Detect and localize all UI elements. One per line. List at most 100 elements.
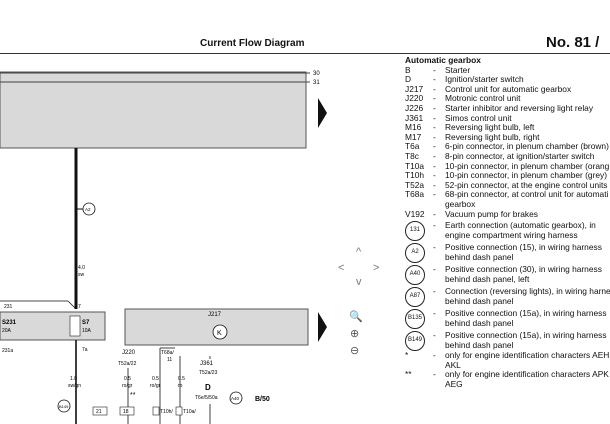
svg-text:S7: S7: [82, 320, 90, 326]
legend-circle-code: B135: [405, 309, 425, 330]
svg-text:231: 231: [4, 304, 13, 310]
svg-text:sw: sw: [78, 272, 85, 278]
legend-item: A2-Positive connection (15), in wiring h…: [405, 242, 610, 264]
legend-item: J220-Motronic control unit: [405, 94, 610, 104]
wiring-diagram: 30 31 A2 4.0 sw 231 7 S231 20A S7 10A 23…: [0, 71, 327, 424]
page-number: No. 81 /: [546, 34, 600, 51]
zoom-out-icon[interactable]: ⊖: [350, 345, 360, 357]
legend-item: T8c-8-pin connector, at ignition/starter…: [405, 150, 610, 162]
legend-item: T68a-68-pin connector, at control unit f…: [405, 189, 609, 209]
svg-text:T6e/5/50a: T6e/5/50a: [195, 395, 218, 401]
legend-item: T52a-52-pin connector, at the engine con…: [405, 179, 610, 191]
legend-circle-code: 131: [405, 221, 425, 242]
legend-text: 10-pin connector, in plenum chamber (ora…: [445, 160, 610, 171]
nav-right-button[interactable]: >: [373, 262, 380, 274]
connection-a40: [229, 391, 243, 405]
legend-text-cont: AKL: [445, 359, 461, 370]
legend-section-title: Automatic gearbox: [405, 55, 481, 65]
svg-text:T52a/23: T52a/23: [199, 370, 218, 376]
legend-code: J217: [405, 83, 424, 94]
legend-text: 68-pin connector, at control unit for au…: [445, 189, 609, 200]
legend-item: A40-Positive connection (30), in wiring …: [405, 264, 610, 286]
legend-item: B135-Positive connection (15a), in wirin…: [405, 308, 610, 330]
nav-up-button[interactable]: ^: [356, 246, 362, 258]
line-30-label: 30: [313, 71, 320, 77]
nav-down-button[interactable]: v: [356, 276, 362, 288]
legend-circle-code: A2: [405, 243, 425, 264]
svg-text:1.0: 1.0: [70, 376, 77, 382]
legend-item: J226-Starter inhibitor and reversing lig…: [405, 102, 610, 114]
svg-text:ro: ro: [178, 383, 183, 389]
svg-text:11: 11: [167, 357, 172, 363]
zoom-fit-icon[interactable]: 🔍: [349, 311, 363, 323]
legend-item: M17-Reversing light bulb, right: [405, 132, 610, 143]
zoom-in-icon[interactable]: ⊕: [350, 328, 360, 340]
legend-item: A87-Connection (reversing lights), in wi…: [405, 286, 610, 308]
legend-text-cont: behind dash panel: [445, 339, 514, 350]
legend-item: B149-Positive connection (15a), in wirin…: [405, 330, 610, 352]
svg-text:sw/gn: sw/gn: [68, 383, 81, 389]
legend-text: only for engine identification character…: [445, 369, 609, 380]
continue-arrow-bottom[interactable]: [318, 312, 327, 342]
legend-item: J361-Simos control unit: [405, 112, 610, 124]
svg-text:21: 21: [96, 409, 102, 415]
svg-text:J361: J361: [200, 361, 214, 367]
legend-item: 131-Earth connection (automatic gearbox)…: [405, 220, 610, 242]
legend-code: T52a: [405, 179, 425, 190]
svg-text:0.5: 0.5: [152, 376, 159, 382]
svg-text:J217: J217: [208, 312, 222, 318]
legend-text: Ignition/starter switch: [445, 74, 524, 85]
svg-text:B149: B149: [59, 404, 69, 409]
legend-circle-code: B149: [405, 331, 425, 352]
svg-text:20A: 20A: [2, 328, 12, 334]
svg-text:B/50: B/50: [255, 396, 270, 403]
control-unit-symbol: [212, 324, 228, 340]
legend-circle-code: A87: [405, 287, 425, 308]
legend-text: 6-pin connector, in plenum chamber (brow…: [445, 141, 609, 152]
legend-text: Reversing light bulb, left: [445, 122, 535, 133]
svg-text:7: 7: [78, 304, 81, 310]
legend-text: Earth connection (automatic gearbox), in: [445, 220, 596, 231]
legend-code: **: [405, 369, 412, 380]
legend-item: J217-Control unit for automatic gearbox: [405, 83, 610, 95]
legend-text: Vacuum pump for brakes: [445, 208, 538, 219]
legend-item: T10a-10-pin connector, in plenum chamber…: [405, 160, 610, 171]
svg-text:231a: 231a: [2, 348, 13, 354]
svg-text:T52a/22: T52a/22: [118, 361, 137, 367]
legend-text-cont: behind dash panel: [445, 295, 514, 306]
nav-left-button[interactable]: <: [338, 262, 345, 274]
svg-text:T68a/: T68a/: [161, 350, 174, 356]
legend-code: T68a: [405, 189, 425, 200]
svg-text:D: D: [205, 383, 211, 392]
legend-code: *: [405, 350, 409, 361]
svg-text:A2: A2: [85, 207, 91, 212]
legend-item: V192-Vacuum pump for brakes: [405, 208, 610, 220]
legend-code: J226: [405, 102, 424, 113]
legend-text: Starter inhibitor and reversing light re…: [445, 102, 594, 113]
legend-code: B: [405, 64, 411, 75]
continue-arrow-top[interactable]: [318, 98, 327, 128]
legend-code: T10a: [405, 160, 425, 171]
relay-panel: [0, 71, 307, 149]
legend-item: T10h-10-pin connector, in plenum chamber…: [405, 171, 610, 181]
legend-code: V192: [405, 208, 425, 219]
legend-text: Simos control unit: [445, 112, 512, 123]
svg-text:S231: S231: [2, 320, 17, 326]
svg-text:J220: J220: [122, 350, 136, 356]
connection-a2: [82, 202, 96, 216]
svg-text:7a: 7a: [82, 347, 88, 353]
legend-item: B-Starter: [405, 64, 610, 76]
svg-text:ro/gr: ro/gr: [122, 383, 133, 389]
legend-item: *-only for engine identification charact…: [405, 350, 610, 370]
legend-code: T10h: [405, 170, 425, 181]
legend-code: T8c: [405, 150, 419, 161]
svg-text:T10h/: T10h/: [160, 409, 173, 415]
svg-text:18: 18: [123, 409, 129, 415]
legend-text: Positive connection (15), in wiring harn…: [445, 242, 602, 253]
legend-item: D-Ignition/starter switch: [405, 75, 610, 85]
legend-text: 52-pin connector, at the engine control …: [445, 179, 608, 190]
legend-text: Connection (reversing lights), in wiring…: [445, 286, 610, 297]
legend-code: J361: [405, 112, 424, 123]
legend-text-cont: gearbox: [445, 198, 476, 209]
